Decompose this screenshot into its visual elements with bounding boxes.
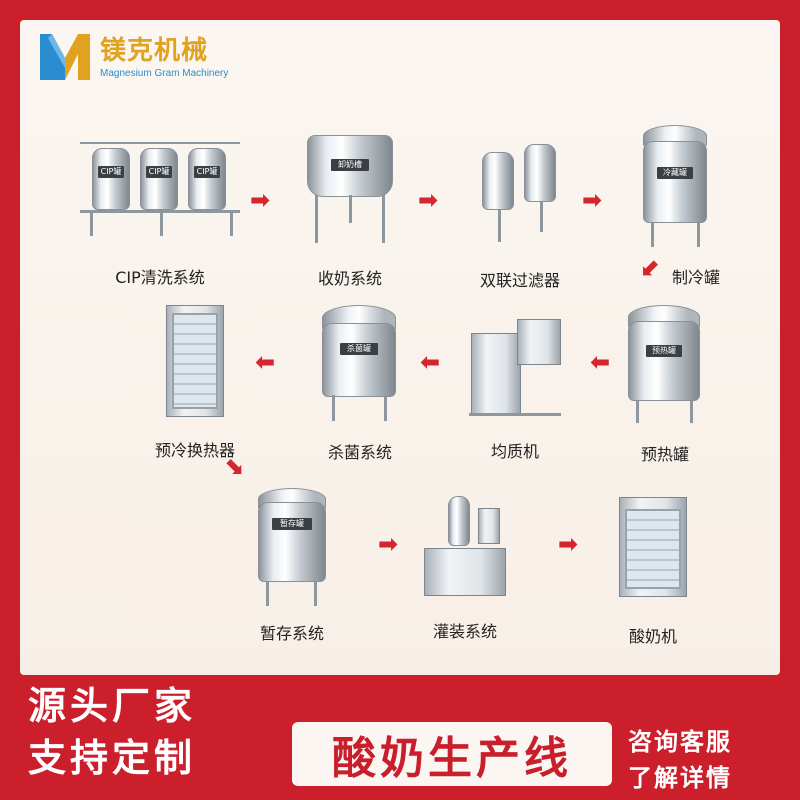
refrigeration-tank-image: 冷藏罐: [637, 125, 713, 250]
step-label: 收奶系统: [317, 269, 382, 288]
tank-plate: CIP罐: [146, 166, 172, 178]
arrow-icon: ➡: [250, 186, 271, 214]
yogurt-machine-image: [615, 495, 691, 599]
step-milk-receiving: 卸奶槽 收奶系统: [265, 135, 435, 289]
milk-receiving-tank-image: 卸奶槽: [305, 135, 395, 245]
step-cip-system: CIP罐 CIP罐 CIP罐 CIP清洗系统: [75, 130, 245, 288]
tank-plate: CIP罐: [194, 166, 220, 178]
step-refrigeration-tank: 冷藏罐: [630, 125, 720, 250]
step-yogurt-machine: 酸奶机: [598, 495, 708, 647]
arrow-icon: ➡: [255, 348, 276, 376]
arrow-icon: ➡: [378, 530, 399, 558]
arrow-icon: ➡: [590, 348, 611, 376]
step-preheating-tank: 预热罐 预热罐: [610, 305, 720, 465]
step-label: 均质机: [490, 442, 539, 461]
storage-tank-image: 暂存罐: [254, 488, 330, 606]
contact-line-1: 咨询客服: [628, 728, 732, 756]
step-temporary-storage: 暂存罐 暂存系统: [232, 488, 352, 644]
step-label: 杀菌系统: [327, 443, 392, 462]
step-homogenizer: 均质机: [455, 315, 575, 462]
step-label: 酸奶机: [628, 627, 677, 646]
brand-logo: 镁克机械 Magnesium Gram Machinery: [36, 28, 228, 86]
plate-heat-exchanger-image: [160, 305, 230, 425]
step-label: 预热罐: [640, 445, 689, 464]
title-box: 酸奶生产线: [292, 722, 612, 786]
slogan-line-2: 支持定制: [28, 736, 197, 780]
arrow-icon: ➡: [558, 530, 579, 558]
slogan-line-1: 源头厂家: [28, 684, 197, 728]
cip-tanks-image: CIP罐 CIP罐 CIP罐: [80, 130, 240, 242]
step-filling-system: 灌装系统: [405, 490, 525, 642]
step-label: 灌装系统: [432, 622, 497, 641]
arrow-icon: ➡: [420, 348, 441, 376]
preheating-tank-image: 预热罐: [624, 305, 706, 425]
tank-plate: 卸奶槽: [331, 159, 369, 171]
logo-mark-icon: [36, 28, 94, 86]
tank-plate: CIP罐: [98, 166, 124, 178]
page-title: 酸奶生产线: [332, 733, 572, 784]
arrow-icon: ➡: [418, 186, 439, 214]
arrow-icon: ➡: [582, 186, 603, 214]
filling-machine-image: [420, 490, 510, 600]
contact-line-2: 了解详情: [628, 764, 732, 792]
homogenizer-image: [465, 315, 565, 420]
sterilization-tank-image: 杀菌罐: [318, 305, 402, 423]
step-label: CIP清洗系统: [115, 268, 205, 287]
tank-plate: 杀菌罐: [340, 343, 378, 355]
duplex-filter-image: [480, 140, 560, 245]
tank-plate: 暂存罐: [272, 518, 312, 530]
step-label: 制冷罐: [672, 268, 721, 287]
step-precooling-exchanger: 预冷换热器: [140, 305, 250, 461]
step-label: 双联过滤器: [479, 271, 560, 290]
tank-plate: 预热罐: [646, 345, 682, 357]
step-sterilization: 杀菌罐 杀菌系统: [285, 305, 435, 463]
step-label: 预冷换热器: [154, 441, 235, 460]
step-duplex-filter: 双联过滤器: [435, 140, 605, 291]
step-label: 暂存系统: [259, 624, 324, 643]
brand-name-en: Magnesium Gram Machinery: [100, 67, 229, 79]
tank-plate: 冷藏罐: [657, 167, 693, 179]
brand-name-cn: 镁克机械: [100, 35, 209, 66]
